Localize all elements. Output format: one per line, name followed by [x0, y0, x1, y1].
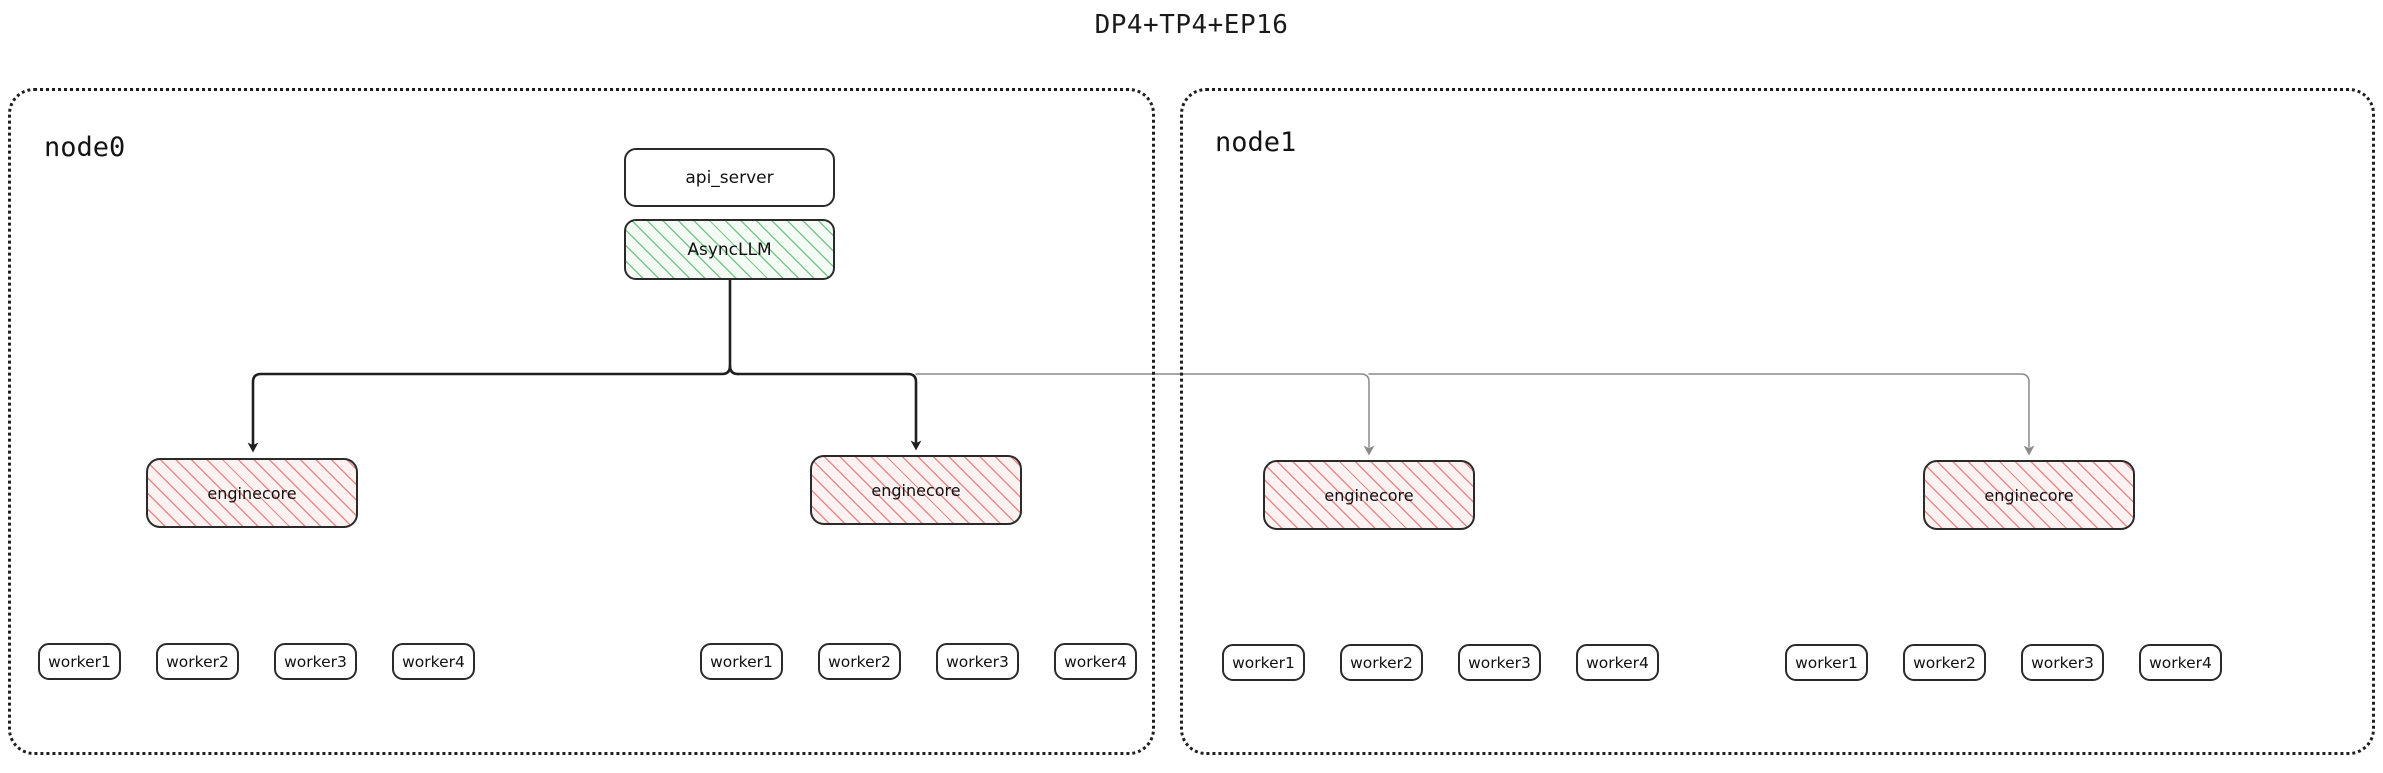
- diagram-title: DP4+TP4+EP16: [1094, 10, 1289, 40]
- worker-box[interactable]: worker1: [38, 643, 121, 680]
- worker-box[interactable]: worker1: [1785, 644, 1868, 681]
- worker-box[interactable]: worker4: [1576, 644, 1659, 681]
- enginecore-box[interactable]: enginecore: [810, 455, 1022, 525]
- worker-box[interactable]: worker3: [2021, 644, 2104, 681]
- worker-box[interactable]: worker2: [1903, 644, 1986, 681]
- worker-box[interactable]: worker3: [936, 643, 1019, 680]
- async-llm-box[interactable]: AsyncLLM: [624, 219, 835, 280]
- worker-box[interactable]: worker2: [156, 643, 239, 680]
- worker-box[interactable]: worker4: [1054, 643, 1137, 680]
- worker-box[interactable]: worker3: [274, 643, 357, 680]
- node-label-node1: node1: [1215, 127, 1297, 158]
- worker-box[interactable]: worker3: [1458, 644, 1541, 681]
- node-label-node0: node0: [44, 132, 126, 163]
- worker-box[interactable]: worker1: [700, 643, 783, 680]
- worker-box[interactable]: worker1: [1222, 644, 1305, 681]
- worker-box[interactable]: worker4: [392, 643, 475, 680]
- node-container-node0: [8, 88, 1155, 755]
- node-container-node1: [1180, 88, 2375, 755]
- enginecore-box[interactable]: enginecore: [1923, 460, 2135, 530]
- api-server-box[interactable]: api_server: [624, 148, 835, 207]
- worker-box[interactable]: worker4: [2139, 644, 2222, 681]
- worker-box[interactable]: worker2: [1340, 644, 1423, 681]
- enginecore-box[interactable]: enginecore: [146, 458, 358, 528]
- worker-box[interactable]: worker2: [818, 643, 901, 680]
- enginecore-box[interactable]: enginecore: [1263, 460, 1475, 530]
